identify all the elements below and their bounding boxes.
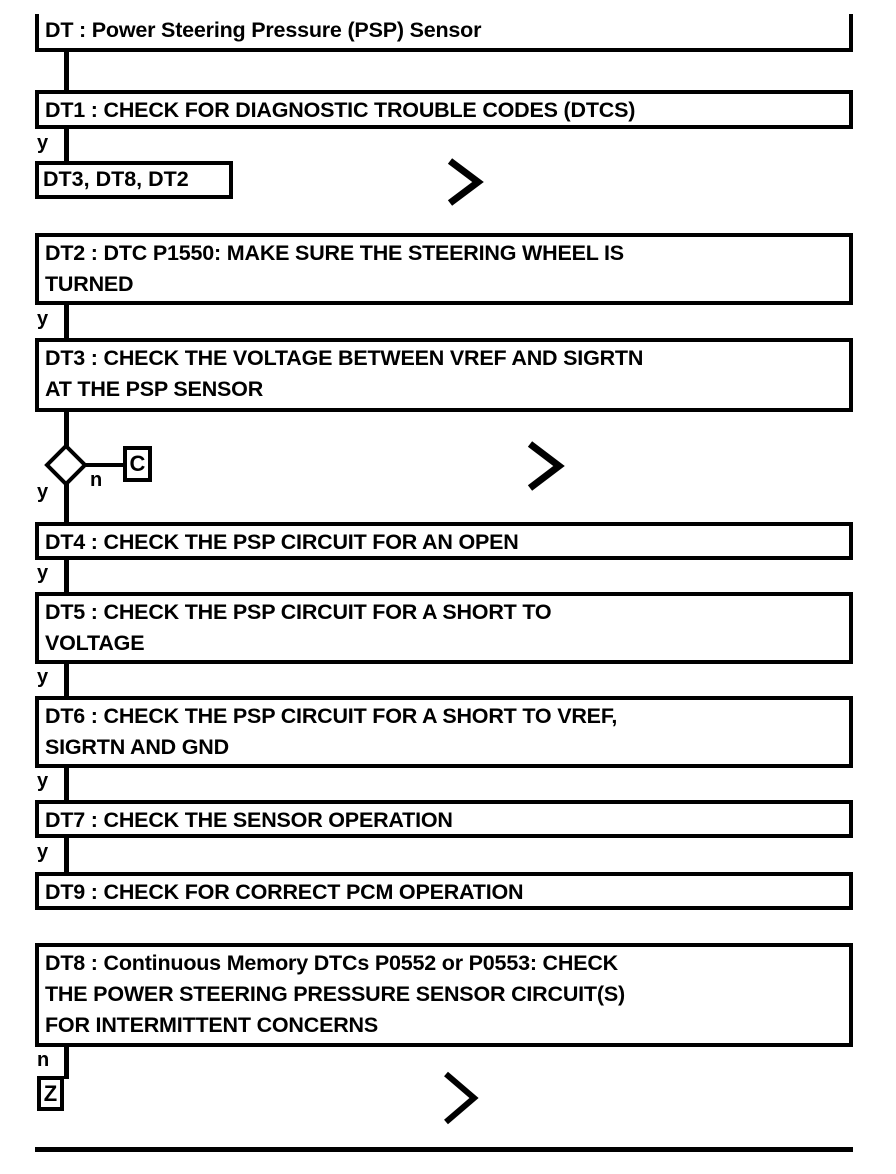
branch-label-dt5-yes: y	[37, 666, 49, 688]
connector-dt7-to-dt9	[64, 838, 69, 872]
connector-dt6-to-dt7	[64, 768, 69, 800]
flow-box-next-clipped-top-edge	[35, 1147, 853, 1152]
connector-dt1-to-refs	[64, 129, 69, 161]
flow-box-dt7[interactable]: DT7 : CHECK THE SENSOR OPERATION	[35, 800, 853, 838]
connector-dt2-to-dt3	[64, 305, 69, 338]
chevron-right-icon	[444, 155, 490, 214]
flow-box-dt6[interactable]: DT6 : CHECK THE PSP CIRCUIT FOR A SHORT …	[35, 696, 853, 768]
connector-dt4-to-dt5	[64, 560, 69, 592]
branch-label-dt1-yes: y	[37, 132, 49, 154]
flow-box-dt-title[interactable]: DT : Power Steering Pressure (PSP) Senso…	[35, 14, 853, 52]
branch-label-dt7-yes: y	[37, 841, 49, 863]
connector-dt3-to-decision	[64, 412, 69, 446]
flow-box-ref-z[interactable]: Z	[37, 1076, 64, 1111]
branch-label-dt8-no: n	[37, 1049, 50, 1071]
branch-label-decision-yes: y	[37, 481, 49, 503]
flow-box-dt4[interactable]: DT4 : CHECK THE PSP CIRCUIT FOR AN OPEN	[35, 522, 853, 560]
flow-box-dt8[interactable]: DT8 : Continuous Memory DTCs P0552 or P0…	[35, 943, 853, 1047]
connector-dt5-to-dt6	[64, 664, 69, 696]
flow-box-dt3[interactable]: DT3 : CHECK THE VOLTAGE BETWEEN VREF AND…	[35, 338, 853, 412]
flow-box-dt5[interactable]: DT5 : CHECK THE PSP CIRCUIT FOR A SHORT …	[35, 592, 853, 664]
flow-box-ref-c[interactable]: C	[123, 446, 152, 482]
connector-dt8-to-ref-z	[64, 1047, 69, 1079]
connector-dt-title-to-dt1	[64, 52, 69, 90]
flow-box-dt-refs[interactable]: DT3, DT8, DT2	[35, 161, 233, 199]
connector-decision-to-ref-c	[84, 463, 126, 467]
flow-box-dt9[interactable]: DT9 : CHECK FOR CORRECT PCM OPERATION	[35, 872, 853, 910]
branch-label-dt2-yes: y	[37, 308, 49, 330]
flow-box-dt2[interactable]: DT2 : DTC P1550: MAKE SURE THE STEERING …	[35, 233, 853, 305]
branch-label-dt6-yes: y	[37, 770, 49, 792]
chevron-right-icon	[440, 1068, 486, 1133]
connector-decision-to-dt4	[64, 482, 69, 525]
branch-label-dt4-yes: y	[37, 562, 49, 584]
branch-label-decision-no: n	[90, 469, 103, 491]
flow-box-dt1[interactable]: DT1 : CHECK FOR DIAGNOSTIC TROUBLE CODES…	[35, 90, 853, 129]
chevron-right-icon	[524, 438, 570, 499]
